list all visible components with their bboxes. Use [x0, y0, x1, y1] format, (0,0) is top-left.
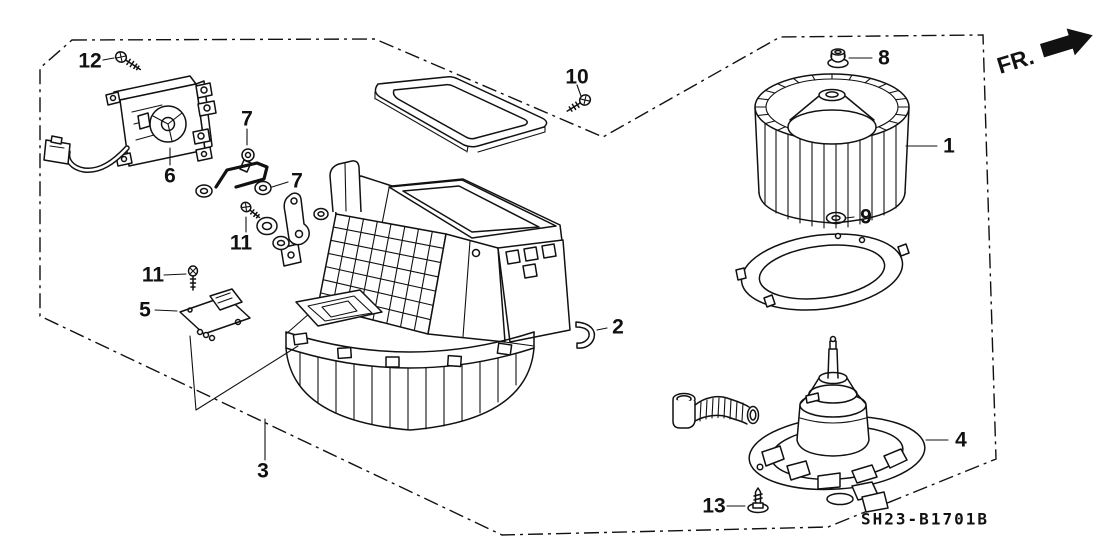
mode-actuator — [43, 75, 217, 173]
leader-lines — [102, 57, 949, 507]
diagram-code: SH23-B1701B — [861, 509, 989, 529]
callout-11-upper: 11 — [229, 231, 253, 255]
callout-9: 9 — [860, 205, 872, 229]
front-arrow-icon — [1039, 28, 1093, 58]
screw-12 — [114, 51, 142, 71]
callout-7-upper: 7 — [241, 107, 253, 131]
screw-13 — [747, 487, 769, 514]
callout-11-lower: 11 — [141, 263, 165, 287]
callout-1: 1 — [943, 134, 955, 158]
blower-case — [280, 160, 571, 431]
screw-11-upper — [240, 201, 261, 219]
motor-mount-ring — [735, 232, 910, 311]
callout-10: 10 — [565, 65, 589, 89]
blower-fan-wheel — [754, 73, 910, 229]
screw-10 — [566, 94, 592, 112]
callout-8: 8 — [878, 46, 890, 70]
fan-nut — [827, 48, 849, 69]
case-clip — [575, 321, 596, 349]
callout-3: 3 — [257, 459, 269, 483]
link-rod-hardware — [195, 148, 329, 251]
front-label: FR. — [994, 43, 1037, 79]
callout-12: 12 — [78, 49, 102, 73]
callout-5: 5 — [139, 298, 151, 322]
callout-4: 4 — [955, 428, 967, 452]
callout-13: 13 — [702, 494, 726, 518]
screw-11-lower — [187, 265, 199, 291]
boundary-outline — [39, 34, 997, 536]
blower-resistor — [179, 288, 299, 411]
callout-7-lower: 7 — [291, 169, 303, 193]
duct-seal-gasket — [374, 76, 548, 153]
callout-6: 6 — [164, 164, 176, 188]
blower-motor — [672, 335, 926, 513]
callout-2: 2 — [612, 315, 624, 339]
front-direction-indicator: FR. — [994, 28, 1093, 79]
